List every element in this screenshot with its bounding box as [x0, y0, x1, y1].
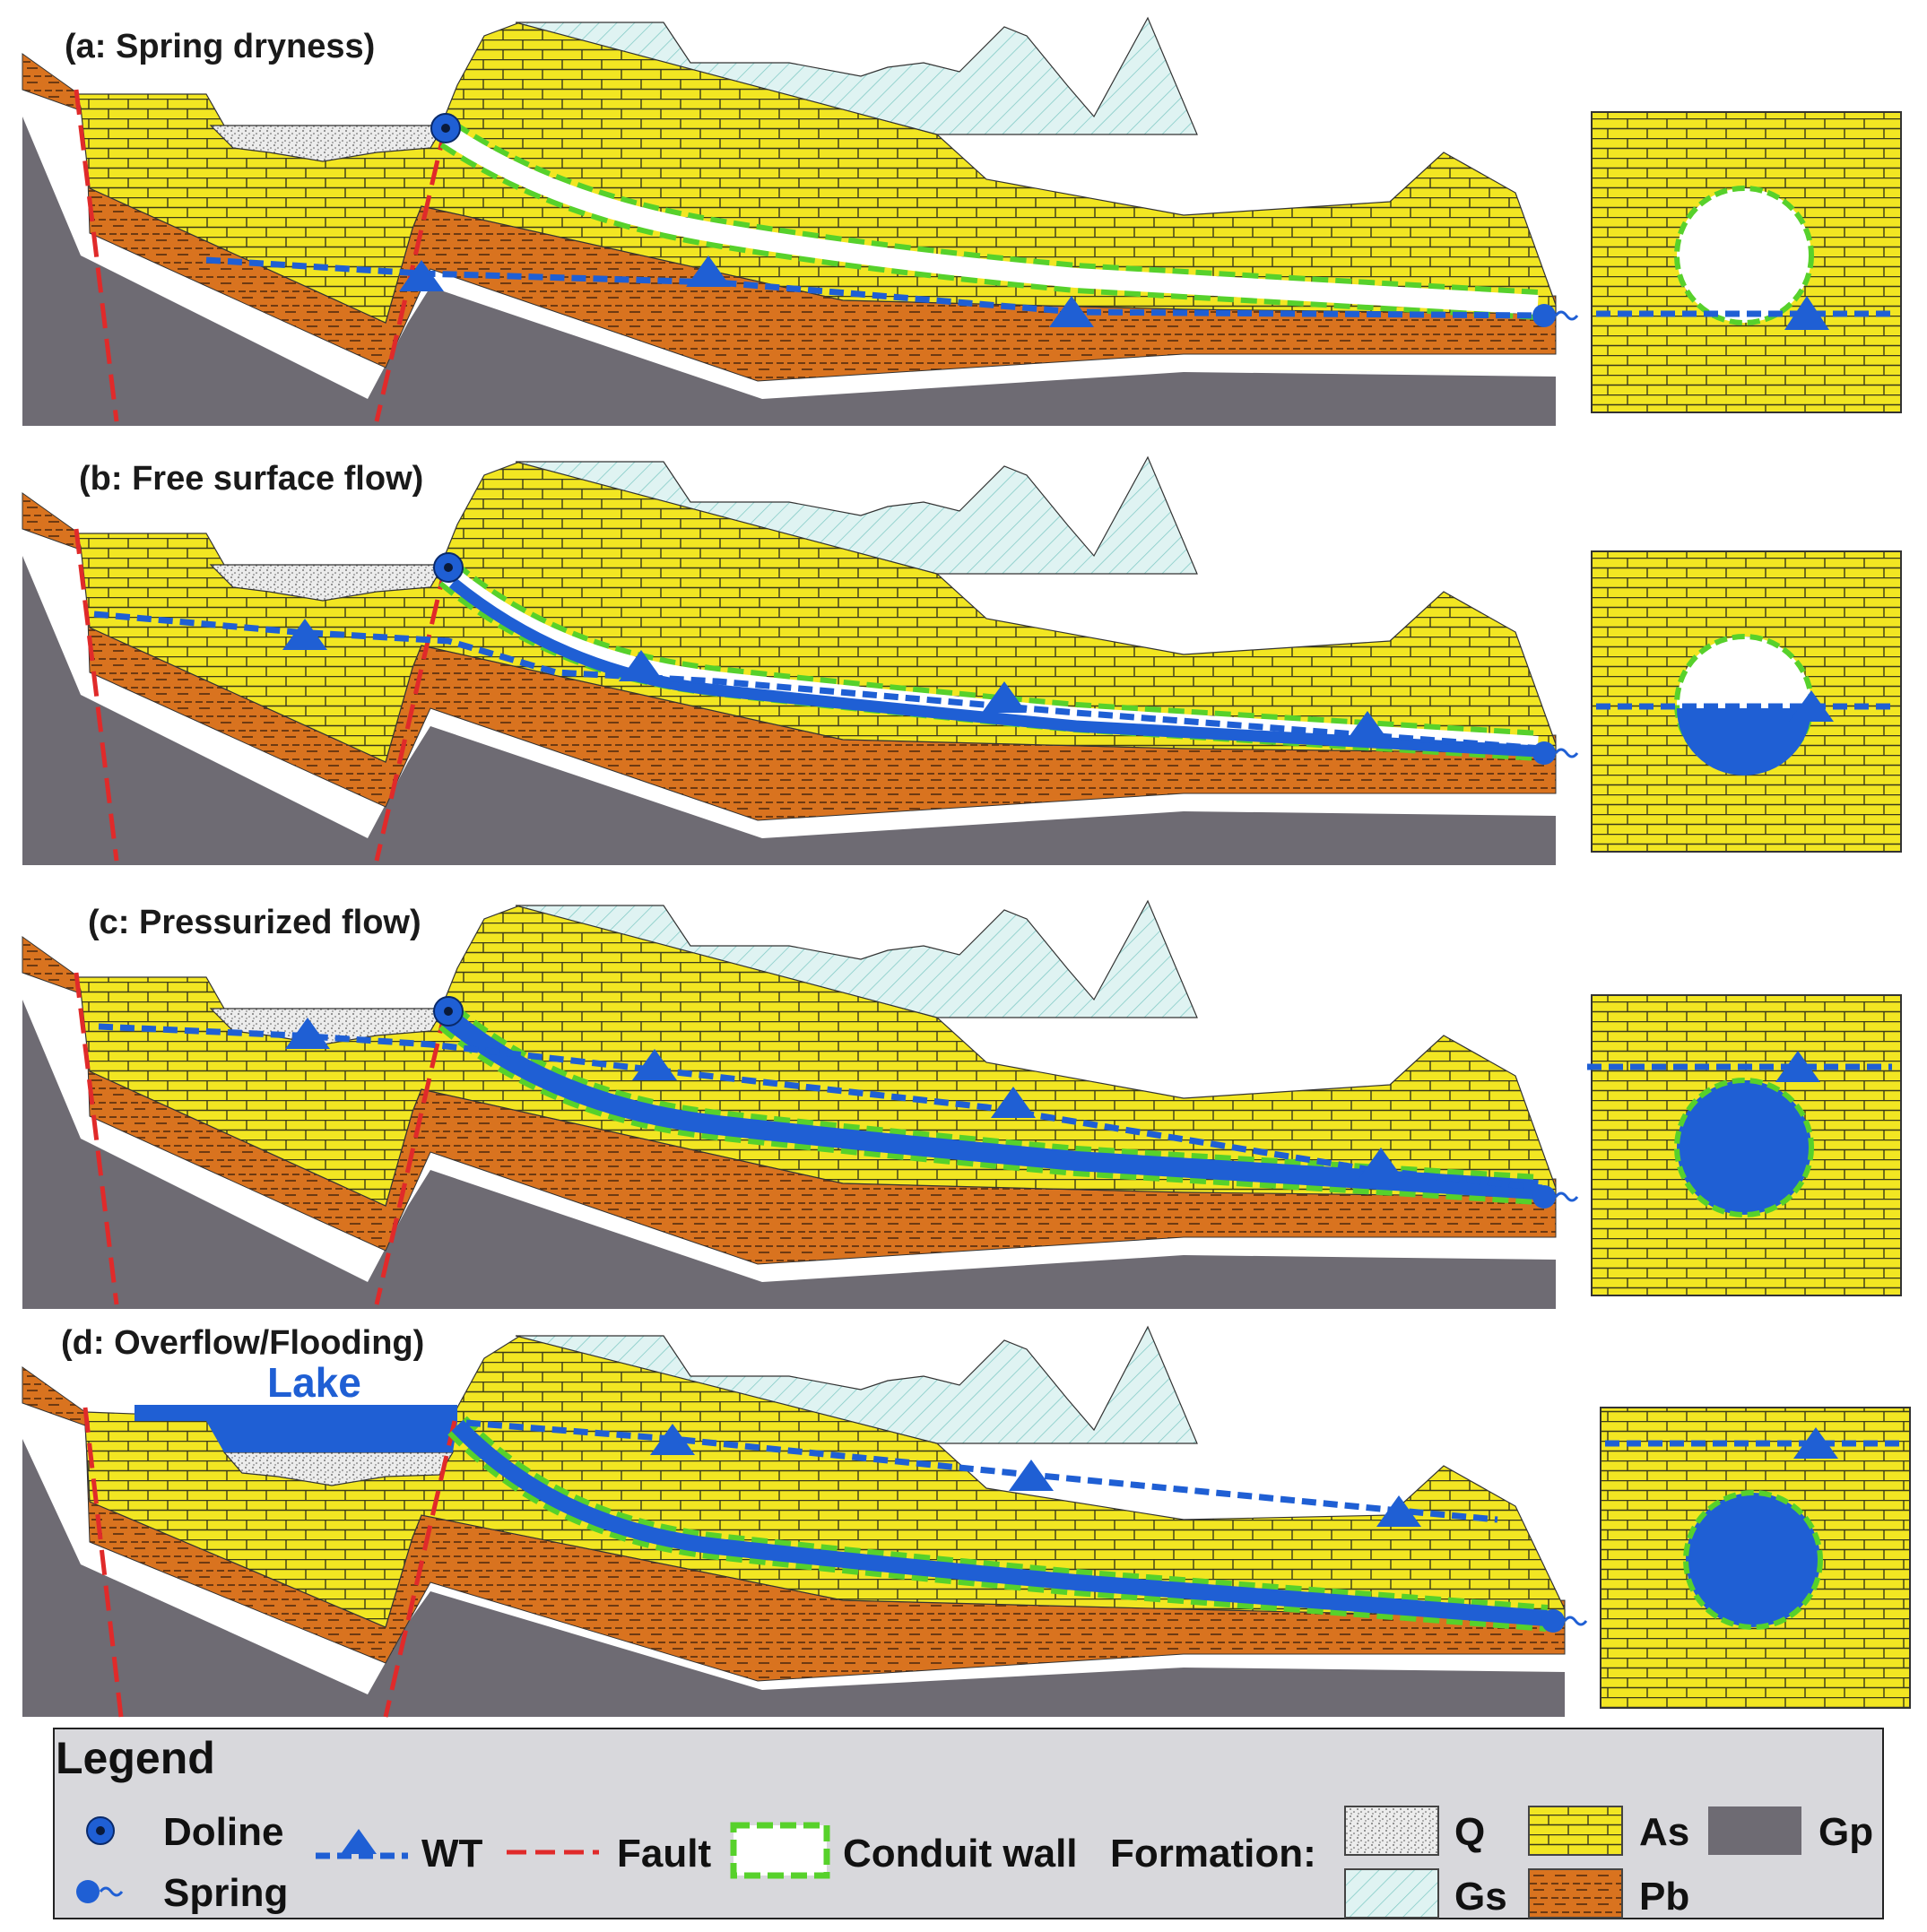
fault-left: [74, 89, 119, 422]
doline-icon: [433, 552, 464, 583]
water-table-icon: [1376, 1495, 1421, 1527]
formation-swatch-q: [1344, 1806, 1439, 1856]
water-table-icon: [399, 260, 444, 291]
gs-hatch: [515, 455, 1198, 575]
formation-swatch-gs: [1344, 1868, 1439, 1919]
panel-d: (d: Overflow/Flooding) Lake: [22, 1324, 1911, 1718]
lake: [135, 1405, 457, 1452]
gp-basement: [22, 117, 1556, 426]
legend-conduit-wall: Conduit wall: [843, 1832, 1078, 1876]
panel-title-b: (b: Free surface flow): [79, 460, 423, 498]
spring-icon: [1541, 1609, 1588, 1633]
water-table-icon: [650, 1424, 695, 1455]
gs-hatch: [515, 1325, 1198, 1444]
doline-icon: [433, 996, 464, 1027]
formation-swatch-pb: [1528, 1868, 1623, 1919]
water-table-icon: [982, 681, 1027, 713]
doline-icon: [86, 1816, 115, 1845]
formation-swatch-gp: [1708, 1806, 1801, 1855]
panel-title-d: (d: Overflow/Flooding): [61, 1324, 424, 1362]
conduit-water: [441, 1009, 1539, 1200]
legend-formation-pb: Pb: [1639, 1875, 1689, 1919]
water-table-icon: [632, 1049, 677, 1080]
legend-wt: WT: [421, 1832, 483, 1876]
conduit-water: [451, 1419, 1548, 1626]
water-table-icon: [686, 256, 731, 287]
legend-formation-gs: Gs: [1454, 1875, 1507, 1919]
fault-left: [74, 972, 119, 1305]
fault-right: [383, 1420, 457, 1718]
legend-formation-q: Q: [1454, 1810, 1485, 1854]
formation-swatch-as: [1528, 1806, 1623, 1856]
water-table-icon: [282, 619, 327, 650]
q-deposit: [222, 1451, 455, 1486]
conduit-inset-d: [1600, 1407, 1911, 1709]
fault-right: [374, 564, 448, 862]
water-table-icon: [619, 650, 664, 681]
gp-basement: [22, 1000, 1556, 1309]
legend-formation-gp: Gp: [1818, 1810, 1873, 1854]
panel-a: (a: Spring dryness): [22, 16, 1902, 426]
lake-label: Lake: [267, 1359, 361, 1406]
panel-c: (c: Pressurized flow): [22, 899, 1902, 1309]
water-table-icon: [1049, 296, 1094, 327]
fault-right: [374, 1008, 448, 1305]
legend: Legend Doline Spring WT Fault Conduit wa…: [53, 1728, 1884, 1919]
spring-icon: [1532, 741, 1579, 765]
gs-hatch: [515, 899, 1198, 1018]
conduit-inset-b: [1591, 550, 1902, 853]
conduit-wall-icon: [730, 1822, 830, 1879]
water-table-icon: [316, 1829, 408, 1859]
water-table-icon: [1358, 1148, 1403, 1179]
fault-left: [82, 1407, 124, 1718]
conduit-water: [448, 577, 1539, 758]
legend-fault: Fault: [617, 1832, 711, 1876]
conduit-inset-c: [1587, 994, 1902, 1296]
legend-spring: Spring: [163, 1871, 288, 1915]
gp-basement: [22, 556, 1556, 865]
legend-title: Legend: [56, 1733, 215, 1783]
panel-b: (b: Free surface flow): [22, 455, 1902, 865]
water-table-icon: [1009, 1460, 1054, 1491]
spring-icon: [1532, 304, 1579, 327]
spring-icon: [76, 1880, 124, 1903]
conduit-inset-a: [1591, 111, 1902, 413]
legend-formation-label: Formation:: [1110, 1832, 1316, 1876]
panel-title-a: (a: Spring dryness): [65, 28, 375, 65]
panel-title-c: (c: Pressurized flow): [88, 904, 421, 941]
doline-icon: [430, 113, 461, 143]
conduit-void: [442, 126, 1539, 315]
water-table-icon: [1345, 711, 1390, 742]
gs-hatch: [515, 16, 1198, 135]
gp-basement: [22, 1439, 1565, 1717]
fault-left: [74, 528, 119, 862]
water-table-icon: [285, 1018, 330, 1049]
water-table-icon: [991, 1087, 1036, 1118]
spring-icon: [1532, 1185, 1579, 1209]
legend-doline: Doline: [163, 1810, 283, 1854]
legend-formation-as: As: [1639, 1810, 1689, 1854]
